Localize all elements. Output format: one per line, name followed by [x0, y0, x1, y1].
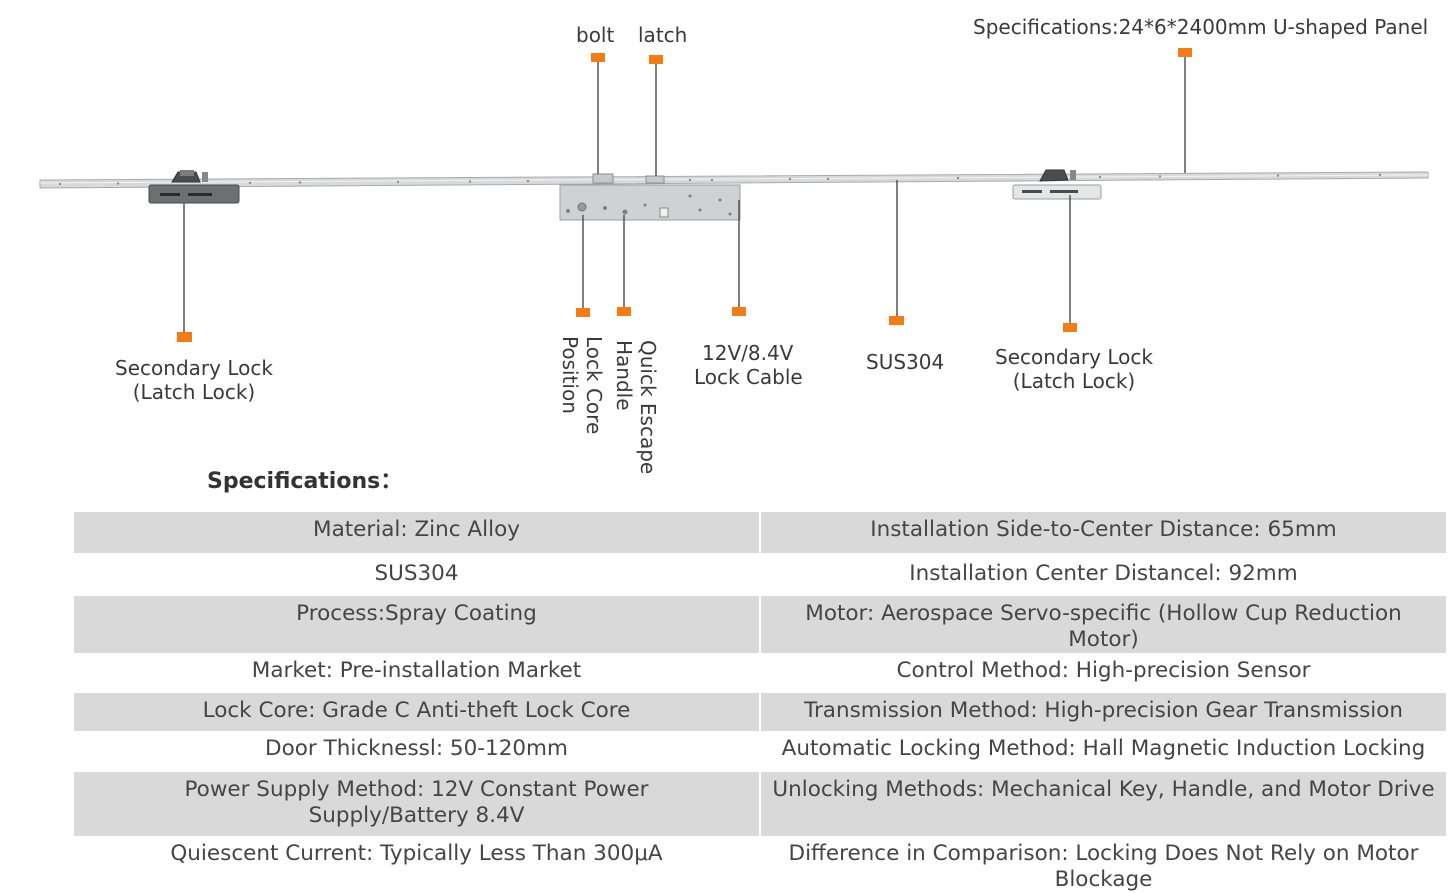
callout-bolt: bolt	[576, 23, 615, 47]
spec-cell: Unlocking Methods: Mechanical Key, Handl…	[759, 772, 1446, 836]
marker-latch	[649, 55, 663, 64]
spec-cell: Quiescent Current: Typically Less Than 3…	[170, 841, 663, 866]
marker-secondary-lock-right	[1063, 323, 1077, 332]
table-row: Door Thicknessl: 50-120mm Automatic Lock…	[74, 731, 1446, 772]
callout-latch: latch	[638, 23, 688, 47]
marker-panel	[1178, 48, 1192, 57]
u-shaped-panel-rail	[39, 171, 1429, 189]
callout-secondary-lock-right: Secondary Lock (Latch Lock)	[995, 345, 1153, 393]
spec-cell: Motor: Aerospace Servo-specific (Hollow …	[759, 596, 1446, 653]
table-row: Lock Core: Grade C Anti-theft Lock Core …	[74, 693, 1446, 731]
spec-cell: Lock Core: Grade C Anti-theft Lock Core	[74, 693, 760, 731]
spec-cell: Installation Center Distancel: 92mm	[759, 553, 1446, 596]
multipoint-lock-illustration	[39, 48, 1429, 342]
callout-sus304: SUS304	[866, 350, 945, 374]
spec-cell: Automatic Locking Method: Hall Magnetic …	[759, 731, 1446, 772]
spec-cell: Market: Pre-installation Market	[251, 658, 582, 683]
table-row: Quiescent Current: Typically Less Than 3…	[74, 836, 1446, 893]
lock-diagram: bolt latch Specifications:24*6*2400mm U-…	[39, 15, 1429, 474]
table-row: Market: Pre-installation Market Control …	[74, 653, 1446, 693]
callout-lock-core-position: Lock Core Position	[558, 336, 606, 435]
specifications-heading: Specifications：	[207, 469, 403, 494]
callout-lock-cable: 12V/8.4V Lock Cable	[694, 341, 803, 389]
marker-secondary-lock-left	[177, 332, 192, 342]
spec-cell: SUS304	[374, 561, 459, 586]
table-row: Power Supply Method: 12V Constant Power …	[74, 772, 1446, 836]
spec-cell: Transmission Method: High-precision Gear…	[759, 693, 1446, 731]
table-row: Material: Zinc Alloy Installation Side-t…	[74, 512, 1446, 553]
callout-markers	[177, 48, 1192, 342]
callout-secondary-lock-left: Secondary Lock (Latch Lock)	[115, 356, 273, 404]
marker-lock-core	[576, 308, 590, 317]
specifications-table: Material: Zinc Alloy Installation Side-t…	[74, 512, 1446, 893]
spec-cell: Material: Zinc Alloy	[74, 512, 760, 553]
spec-cell: Control Method: High-precision Sensor	[759, 653, 1446, 693]
spec-cell: Door Thicknessl: 50-120mm	[265, 736, 568, 761]
marker-sus304	[889, 316, 904, 325]
table-row: SUS304 Installation Center Distancel: 92…	[74, 553, 1446, 596]
secondary-lock-right-body	[1012, 169, 1102, 200]
spec-cell: Difference in Comparison: Locking Does N…	[759, 836, 1446, 893]
marker-quick-escape	[617, 307, 631, 316]
main-lock-body	[559, 173, 741, 221]
spec-cell: Power Supply Method: 12V Constant Power …	[74, 772, 760, 836]
marker-bolt	[591, 53, 605, 62]
spec-cell: Installation Side-to-Center Distance: 65…	[759, 512, 1446, 553]
leader-lines	[183, 56, 1186, 332]
marker-lock-cable	[732, 307, 746, 316]
spec-cell: Process:Spray Coating	[74, 596, 760, 653]
table-row: Process:Spray Coating Motor: Aerospace S…	[74, 596, 1446, 653]
callout-specification-panel: Specifications:24*6*2400mm U-shaped Pane…	[973, 15, 1429, 39]
rail-holes	[58, 173, 1382, 186]
secondary-lock-left-body	[148, 170, 240, 204]
callout-quick-escape-handle: Quick Escape Handle	[612, 340, 660, 475]
